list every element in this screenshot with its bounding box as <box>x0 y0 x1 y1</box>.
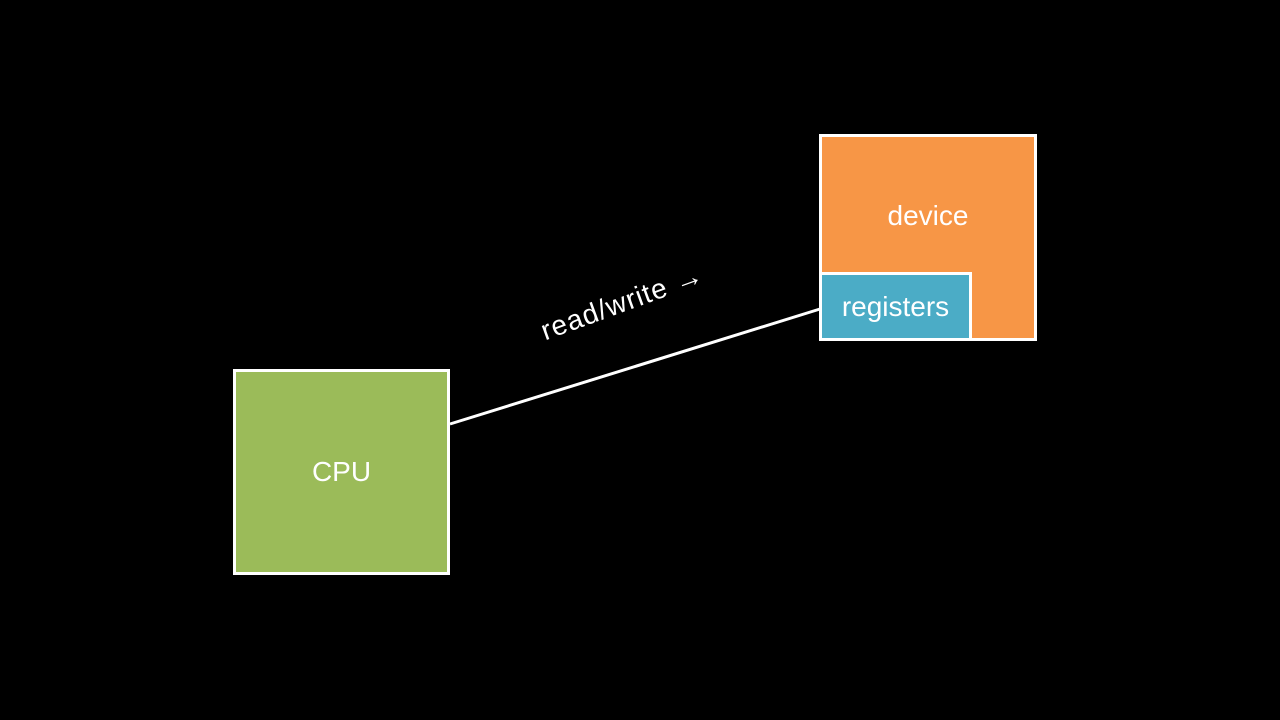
device-label: device <box>887 200 969 231</box>
registers-box <box>819 272 972 341</box>
cpu-box <box>233 369 450 575</box>
registers-label: registers <box>841 291 950 322</box>
cpu-label: CPU <box>311 456 372 487</box>
cpu-to-registers-connector <box>449 307 821 426</box>
